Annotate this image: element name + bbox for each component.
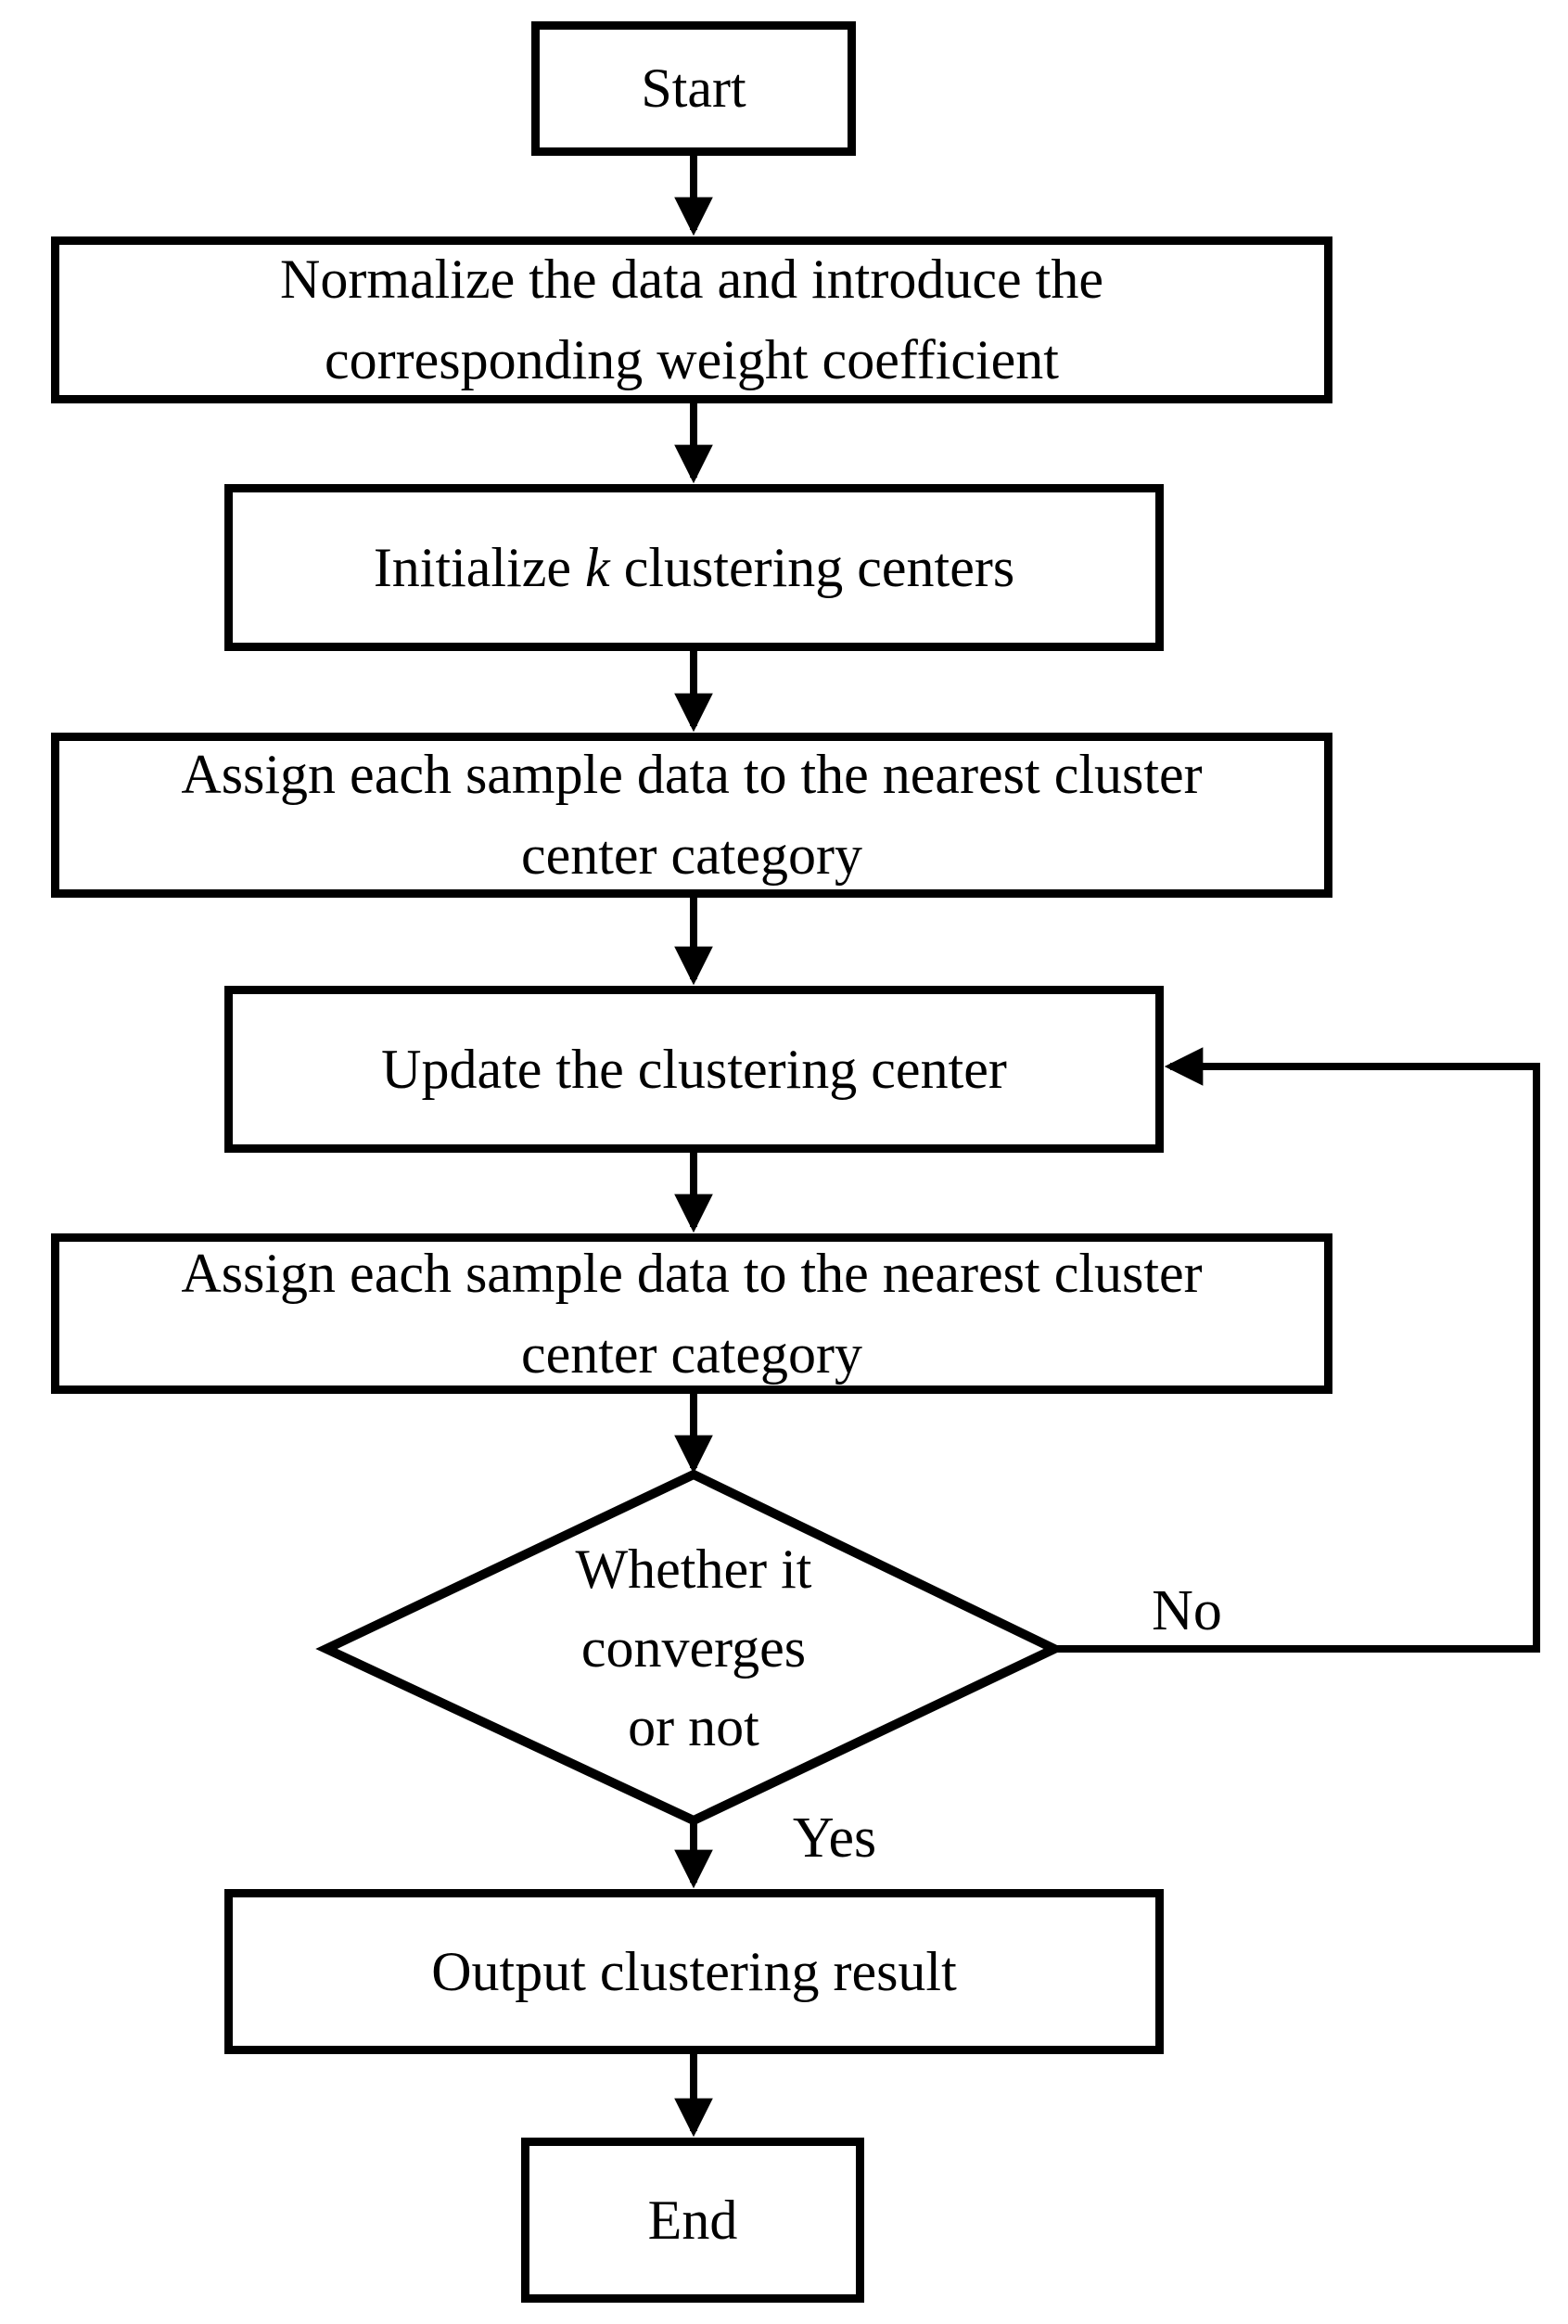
initialize-label-prefix: Initialize <box>373 536 586 598</box>
flowchart-node-end: End <box>521 2138 864 2303</box>
arrow-no-loop-to-update <box>1054 1047 1540 1653</box>
decision-label-line3: or not <box>628 1695 759 1757</box>
flowchart-node-output: Output clustering result <box>224 1889 1164 2054</box>
assign1-label-line1: Assign each sample data to the nearest c… <box>181 744 1203 805</box>
flowchart-node-assign-first: Assign each sample data to the nearest c… <box>51 733 1332 898</box>
output-label: Output clustering result <box>431 1940 957 2002</box>
start-label: Start <box>641 57 746 119</box>
normalize-label-line1: Normalize the data and introduce the <box>280 249 1103 310</box>
flowchart-node-start: Start <box>531 21 856 156</box>
flowchart-node-assign-second: Assign each sample data to the nearest c… <box>51 1233 1332 1394</box>
flowchart-node-initialize: Initialize k clustering centers <box>224 484 1164 651</box>
edge-label-yes: Yes <box>792 1807 877 1870</box>
initialize-label: Initialize k clustering centers <box>374 528 1014 608</box>
decision-label-line1: Whether it <box>575 1538 812 1600</box>
edge-label-no: No <box>1152 1579 1222 1642</box>
flowchart-node-normalize: Normalize the data and introduce the cor… <box>51 236 1332 403</box>
normalize-label-line2: corresponding weight coefficient <box>325 329 1059 390</box>
assign2-label-line1: Assign each sample data to the nearest c… <box>181 1242 1203 1304</box>
update-label: Update the clustering center <box>381 1038 1007 1100</box>
end-label: End <box>647 2189 738 2251</box>
assign1-label-line2: center category <box>520 824 863 886</box>
assign2-label-line2: center category <box>520 1322 863 1385</box>
initialize-label-k: k <box>585 536 610 598</box>
decision-label-line2: converges <box>580 1616 807 1679</box>
flowchart-node-update: Update the clustering center <box>224 986 1164 1153</box>
initialize-label-suffix: clustering centers <box>609 536 1015 598</box>
decision-label: Whether it converges or not <box>415 1509 972 1787</box>
decision-diamond <box>315 1469 1065 1826</box>
